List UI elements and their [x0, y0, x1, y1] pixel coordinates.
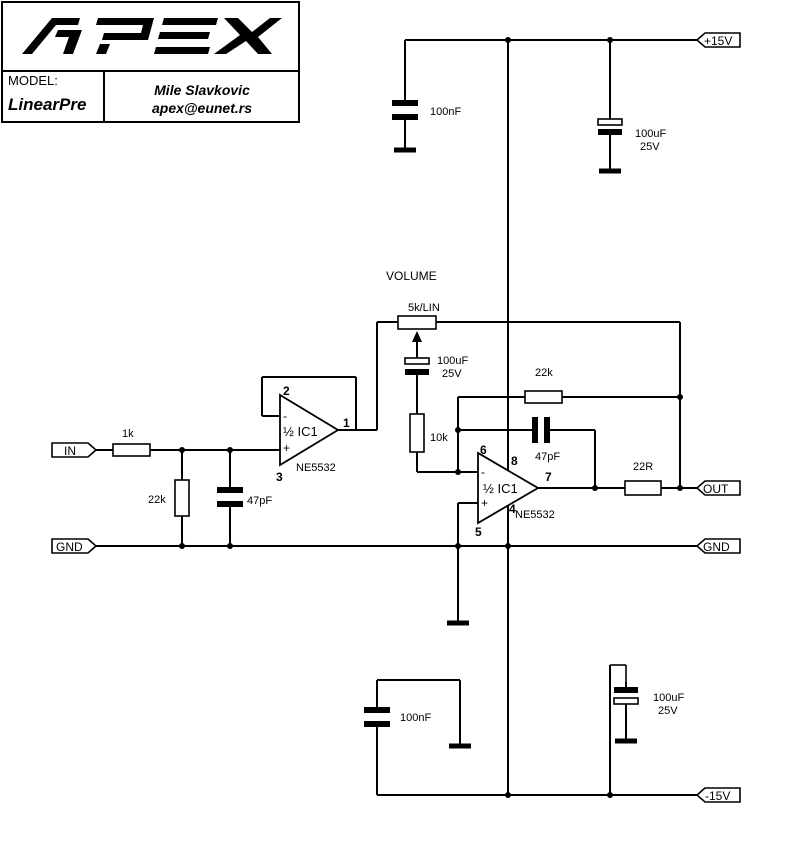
- port-vneg: [695, 787, 741, 803]
- input-wiring: [95, 449, 697, 547]
- electrolytic-100uf-bottom: [610, 664, 639, 705]
- opamp1-minus: -: [283, 409, 287, 423]
- port-gnd-right-label: GND: [703, 540, 730, 554]
- opamp1-plus: +: [283, 441, 290, 455]
- opamp2-minus: -: [481, 465, 485, 479]
- r-22r-label: 22R: [633, 461, 653, 473]
- dot-vneg-bulk: [607, 792, 613, 798]
- port-in-label: IN: [64, 444, 76, 458]
- c-coupling-value: 100uF: [437, 355, 468, 367]
- c-100nf-bottom-label: 100nF: [400, 712, 431, 724]
- opamp1-label: ½ IC1: [283, 424, 318, 439]
- apex-logo: [22, 18, 282, 54]
- port-gnd-left: [51, 538, 98, 554]
- opamp2-part: NE5532: [515, 509, 555, 521]
- r-10k-label: 10k: [430, 432, 448, 444]
- opamp2-pin-out: 7: [545, 470, 552, 484]
- port-gnd-left-label: GND: [56, 540, 83, 554]
- dot-out-c: [592, 485, 598, 491]
- supply-wiring: [376, 39, 697, 796]
- dot-fb-node: [455, 469, 461, 475]
- resistor-1k: [112, 443, 151, 457]
- capacitor-100nf-bottom: [364, 707, 390, 727]
- port-out-label: OUT: [703, 482, 729, 496]
- r-1k-label: 1k: [122, 428, 134, 440]
- opamp1-part: NE5532: [296, 462, 336, 474]
- c-100nf-top-label: 100nF: [430, 106, 461, 118]
- port-vpos-label: +15V: [704, 34, 732, 48]
- dot-gnd-c47: [227, 543, 233, 549]
- capacitor-100nf-top: [392, 100, 418, 120]
- opamp1-pin-noninv: 3: [276, 470, 283, 484]
- capacitor-47pf-feedback: [532, 417, 550, 443]
- opamp2-pin-vpos: 8: [511, 454, 518, 468]
- opamp1-wiring: [261, 321, 398, 431]
- port-out: [695, 480, 741, 496]
- r-22k-shunt-label: 22k: [148, 494, 166, 506]
- opamp2-plus: +: [481, 496, 488, 510]
- dot-r22k-pot: [677, 394, 683, 400]
- electrolytic-100uf-top: [597, 118, 623, 135]
- c-100uf-top-value: 100uF: [635, 128, 666, 140]
- port-gnd-right: [695, 538, 741, 554]
- volume-title: VOLUME: [386, 269, 437, 283]
- opamp2-symbol: [477, 451, 540, 525]
- opamp2-pin-inv: 6: [480, 443, 487, 457]
- dot-fb-r: [455, 427, 461, 433]
- dot-vpos-bulk: [607, 37, 613, 43]
- model-label: MODEL:: [8, 73, 58, 88]
- electrolytic-100uf-coupling: [404, 357, 430, 375]
- c-47pf-input-label: 47pF: [247, 495, 272, 507]
- resistor-22k-shunt: [174, 479, 190, 517]
- opamp2-label: ½ IC1: [483, 481, 518, 496]
- opamp2-pin-noninv: 5: [475, 525, 482, 539]
- dot-in-r22k: [179, 447, 185, 453]
- port-vpos: [695, 32, 741, 48]
- author-name: Mile Slavkovic: [154, 82, 250, 98]
- opamp1-symbol: [279, 393, 340, 467]
- opamp2-feedback-wiring: [457, 396, 697, 622]
- r-22k-feedback-label: 22k: [535, 367, 553, 379]
- capacitor-47pf-input: [217, 487, 243, 507]
- resistor-22r-output: [624, 480, 662, 496]
- dot-vneg-trunk: [505, 792, 511, 798]
- opamp1-pin-inv: 2: [283, 384, 290, 398]
- volume-potentiometer[interactable]: [397, 315, 437, 358]
- c-coupling-voltage: 25V: [442, 368, 462, 380]
- c-100uf-bottom-voltage: 25V: [658, 705, 678, 717]
- coupling-wiring: [416, 375, 478, 473]
- port-vneg-label: -15V: [705, 789, 730, 803]
- model-name: LinearPre: [8, 95, 86, 114]
- resistor-10k: [409, 413, 425, 453]
- c-47pf-feedback-label: 47pF: [535, 451, 560, 463]
- opamp2-pin-vneg: 4: [509, 502, 516, 516]
- c-100uf-top-voltage: 25V: [640, 141, 660, 153]
- opamp1-pin-out: 1: [343, 416, 350, 430]
- volume-value: 5k/LIN: [408, 302, 440, 314]
- author-email: apex@eunet.rs: [152, 100, 252, 116]
- dot-gnd-trunk: [505, 543, 511, 549]
- port-in: [51, 442, 98, 458]
- dot-gnd-r22k: [179, 543, 185, 549]
- c-100uf-bottom-value: 100uF: [653, 692, 684, 704]
- dot-out-pot: [677, 485, 683, 491]
- dot-vpos-trunk: [505, 37, 511, 43]
- dot-in-c47: [227, 447, 233, 453]
- resistor-22k-feedback: [524, 390, 563, 404]
- pot-output-wiring: [436, 321, 681, 488]
- title-block: MODEL: LinearPre Mile Slavkovic apex@eun…: [1, 1, 300, 123]
